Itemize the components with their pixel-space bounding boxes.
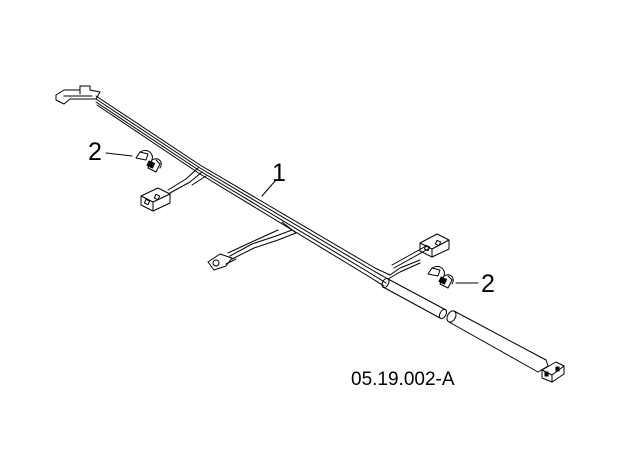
branch-ground — [227, 221, 297, 260]
cable-clip-right — [427, 265, 454, 289]
branch-right-connector — [391, 245, 429, 269]
diagram-reference-code: 05.19.002-A — [351, 369, 455, 390]
leader-line-2-left — [105, 152, 133, 157]
right-end-connector — [541, 361, 565, 383]
callout-2-right-label: 2 — [481, 270, 495, 298]
branch-left-connector — [167, 167, 207, 194]
ring-terminal — [207, 253, 237, 271]
callout-2-left-label: 2 — [88, 138, 102, 166]
left-end-connector — [55, 85, 101, 105]
leader-line-1 — [261, 179, 277, 197]
main-harness-bundle — [95, 95, 421, 287]
right-plug-connector — [419, 233, 450, 258]
callout-1-label: 1 — [272, 159, 286, 187]
sleeve-segment-upper — [381, 277, 448, 320]
left-plug-connector — [140, 187, 171, 212]
cable-clip-left — [135, 149, 162, 173]
sleeve-segment-lower — [446, 310, 549, 373]
